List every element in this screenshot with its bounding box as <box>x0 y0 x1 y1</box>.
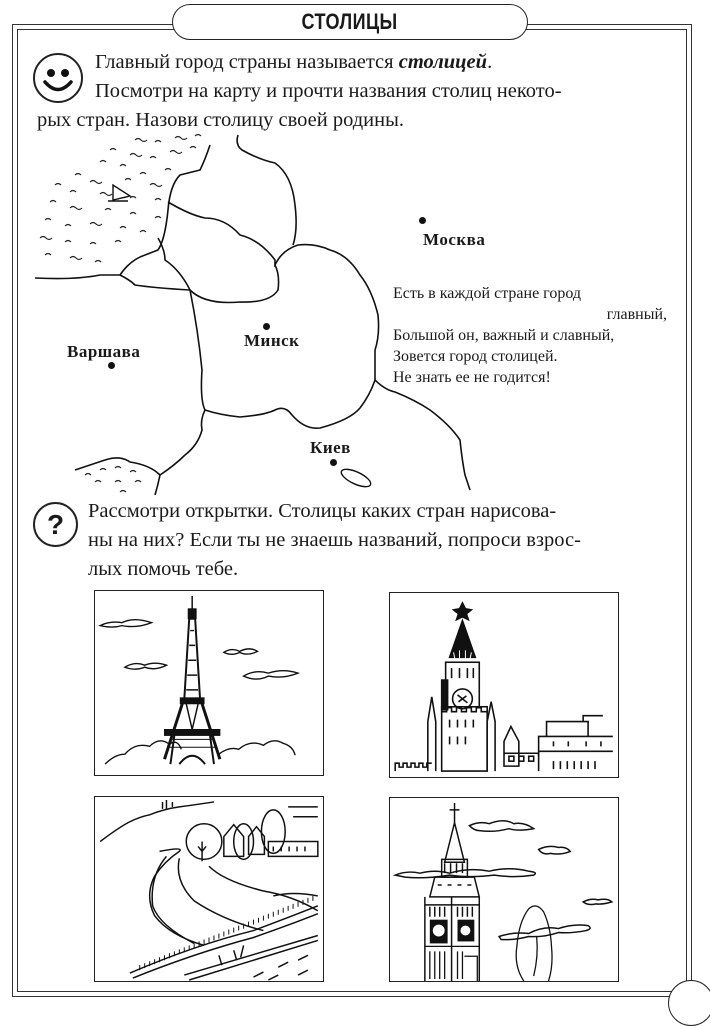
city-label-minsk: Минск <box>244 331 300 350</box>
map-borders <box>34 133 471 496</box>
river-town-drawing <box>99 799 319 981</box>
city-dot-warsaw <box>108 362 115 369</box>
reservoir <box>340 468 372 488</box>
kremlin-drawing <box>394 601 613 772</box>
postcard-eiffel-tower <box>94 590 324 776</box>
poem-line-1-cont: главный, <box>606 306 667 323</box>
page-title-text: СТОЛИЦЫ <box>301 9 399 34</box>
poem-line-4: Не знать ее не годится! <box>393 369 551 386</box>
city-label-warsaw: Варшава <box>67 342 141 361</box>
intro-line-3-block: рых стран. Назови столицу своей родины. <box>37 106 677 135</box>
postcard-kremlin <box>389 592 619 778</box>
poem-line-2: Большой он, важный и славный, <box>393 327 615 344</box>
intro-line-1: Главный город страны называется столицей… <box>95 51 493 73</box>
intro-line-3: рых стран. Назови столицу своей родины. <box>37 109 405 131</box>
question-line-2: ны на них? Если ты не знаешь названий, п… <box>88 529 581 551</box>
city-label-moscow: Москва <box>423 230 486 249</box>
city-dot-minsk <box>263 323 270 330</box>
poem: Есть в каждой стране город главный, Боль… <box>393 283 673 388</box>
big-ben-drawing <box>392 802 614 981</box>
sailboat-icon <box>108 183 132 202</box>
question-line-1: Рассмотри открытки. Столицы каких стран … <box>88 500 557 522</box>
poem-line-1: Есть в каждой стране город <box>393 285 582 302</box>
intro-line-2: Посмотри на карту и прочти названия стол… <box>95 80 562 102</box>
map: Москва Минск Варшава Киев <box>30 130 490 496</box>
question-mark-icon: ? <box>33 502 78 547</box>
keyword-capital: столицей <box>398 51 488 73</box>
page-title: СТОЛИЦЫ <box>172 4 528 40</box>
eiffel-tower-drawing <box>98 595 301 765</box>
city-dot-kiev <box>330 459 337 466</box>
city-dot-moscow <box>419 217 426 224</box>
sea-waves <box>39 133 202 493</box>
question-paragraph: Рассмотри открытки. Столицы каких стран … <box>88 497 688 584</box>
question-line-3: лых помочь тебе. <box>88 558 239 580</box>
intro-paragraph: Главный город страны называется столицей… <box>95 48 685 106</box>
smiley-face-icon <box>33 53 83 103</box>
postcard-big-ben <box>389 797 619 982</box>
postcard-river-town <box>94 796 324 982</box>
page-number-circle <box>668 980 710 1026</box>
city-label-kiev: Киев <box>310 438 351 457</box>
poem-line-3: Зовется город столицей. <box>393 348 558 365</box>
